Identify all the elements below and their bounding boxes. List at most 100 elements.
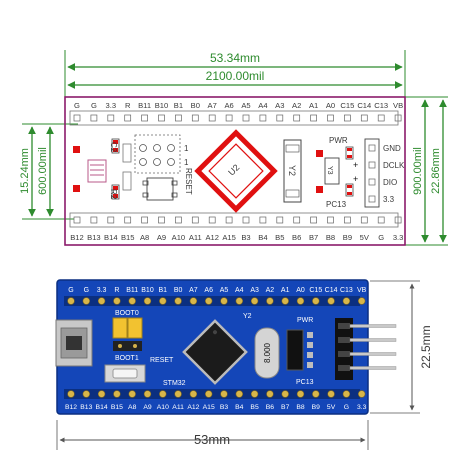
photo-top-pin-label: A4 <box>235 287 244 294</box>
photo-top-pin-label: A1 <box>281 287 290 294</box>
top-pin-pad <box>158 114 165 122</box>
bottom-pin-label: A11 <box>189 233 202 242</box>
photo-label-boot0: BOOT0 <box>115 310 139 317</box>
photo-label-pwr: PWR <box>297 317 313 324</box>
bottom-pin-label: B12 <box>70 233 84 242</box>
jumper-pad <box>139 144 147 152</box>
photo-bottom-pin-label: A9 <box>143 404 152 411</box>
photo-top-pin-label: C15 <box>309 287 322 294</box>
photo-bottom-hole <box>312 390 320 398</box>
photo-top-pin-label: C13 <box>340 287 353 294</box>
photo-swd-pin-base <box>338 351 350 357</box>
photo-crystal: 8.000 Y2 <box>243 313 280 379</box>
swd-pad <box>368 161 376 169</box>
y3-area: Y3 + + PWR PC13 <box>316 136 358 209</box>
photo-top-pin-label: G <box>68 287 73 294</box>
bottom-pin-label: A8 <box>140 233 149 242</box>
photo-bottom-pin-label: A15 <box>203 404 215 411</box>
photo-bottom-hole <box>113 390 121 398</box>
bottom-pin-label: A12 <box>205 233 219 242</box>
top-pin-label: A2 <box>292 101 301 110</box>
bottom-pin-pad <box>90 216 98 224</box>
photo-bottom-pin-label: B13 <box>80 404 92 411</box>
swd-pin-label: DCLK <box>383 161 405 170</box>
photo-top-pin-label: A5 <box>220 287 229 294</box>
photo-top-hole <box>159 297 167 305</box>
top-pin-pad <box>276 114 284 122</box>
top-pin-pad <box>344 114 351 122</box>
photo-bottom-hole <box>327 390 335 398</box>
r2-component <box>111 184 120 200</box>
bottom-pin-pad <box>327 216 334 224</box>
photo-bottom-pin-label: B3 <box>220 404 229 411</box>
top-pin-pads <box>73 114 402 122</box>
photo-bottom-pin-label: B15 <box>111 404 123 411</box>
label-pc13: PC13 <box>326 200 347 209</box>
photo-bottom-hole <box>97 390 106 398</box>
photo-swd-pin <box>349 338 397 342</box>
dim-height-left-mil: 600.00mil <box>37 147 49 195</box>
top-pin-pad <box>310 114 317 122</box>
mcu-u2-footprint: U2 <box>194 129 278 213</box>
photo-label-crystal: 8.000 <box>263 342 272 363</box>
bottom-pin-pad <box>73 216 81 224</box>
top-pin-pad <box>124 114 132 122</box>
top-pin-label: B0 <box>191 101 200 110</box>
top-pin-label: C14 <box>357 101 371 110</box>
top-pin-pad <box>377 114 385 122</box>
c2-component <box>111 138 120 154</box>
swd-pin-label: GND <box>383 144 401 153</box>
top-pin-pad <box>242 114 250 122</box>
photo-bottom-hole <box>342 390 351 398</box>
jumper-pad <box>167 158 175 166</box>
top-pin-label: A7 <box>208 101 217 110</box>
top-pin-label: A1 <box>309 101 318 110</box>
swd-pad <box>368 195 376 203</box>
photo-bottom-hole <box>281 390 289 398</box>
photo-top-hole <box>143 297 152 305</box>
top-pin-pad <box>175 114 182 122</box>
photo-bottom-pin-label: G <box>344 404 349 411</box>
top-pin-label: VB <box>393 101 403 110</box>
inductor-outline <box>87 159 107 183</box>
top-pin-pad <box>225 114 233 122</box>
photo-bottom-pin-label: 3.3 <box>357 404 367 411</box>
top-pin-label: B11 <box>138 101 151 110</box>
photo-bottom-pin-label: B14 <box>96 404 108 411</box>
photo-top-hole <box>235 297 244 305</box>
bottom-pin-pad <box>377 216 385 224</box>
bottom-pin-pad <box>191 216 199 224</box>
photo-top-pin-label: 3.3 <box>97 287 107 294</box>
top-pin-label: A6 <box>224 101 233 110</box>
jumper-label-1a: 1 <box>184 144 189 153</box>
bottom-pin-label: A9 <box>157 233 166 242</box>
photo-bottom-pin-label: A11 <box>172 404 184 411</box>
photo-top-pin-label: B11 <box>126 287 138 294</box>
bottom-pin-label: B3 <box>241 233 250 242</box>
boot-jumpers: 1 1 <box>134 134 189 174</box>
photo-bottom-pin-label: B8 <box>296 404 305 411</box>
label-c2: C2 <box>109 142 118 153</box>
photo-bottom-hole <box>82 390 91 398</box>
swd-pin-label: DIO <box>383 178 397 187</box>
photo-label-pc13: PC13 <box>296 379 314 386</box>
photo-bottom-hole <box>67 390 75 398</box>
bottom-pin-pad <box>310 216 317 224</box>
svg-text:+: + <box>353 174 358 184</box>
top-pin-label: C15 <box>340 101 354 110</box>
photo-top-hole <box>342 297 351 305</box>
photo-swd-pin <box>349 352 397 356</box>
bottom-pin-pad <box>225 216 233 224</box>
photo-top-pin-label: A6 <box>204 287 213 294</box>
photo-bottom-hole <box>128 390 136 398</box>
photo-bottom-hole <box>235 390 244 398</box>
bottom-pin-label: B7 <box>309 233 318 242</box>
left-height-dimension: 15.24mm 600.00mil <box>19 123 78 220</box>
photo-bottom-holes <box>67 390 366 398</box>
top-pin-pad <box>208 114 216 122</box>
jumper-label-1b: 1 <box>184 158 189 167</box>
photo-swd-pin <box>349 324 397 328</box>
photo-swd-pin-base <box>338 365 350 371</box>
